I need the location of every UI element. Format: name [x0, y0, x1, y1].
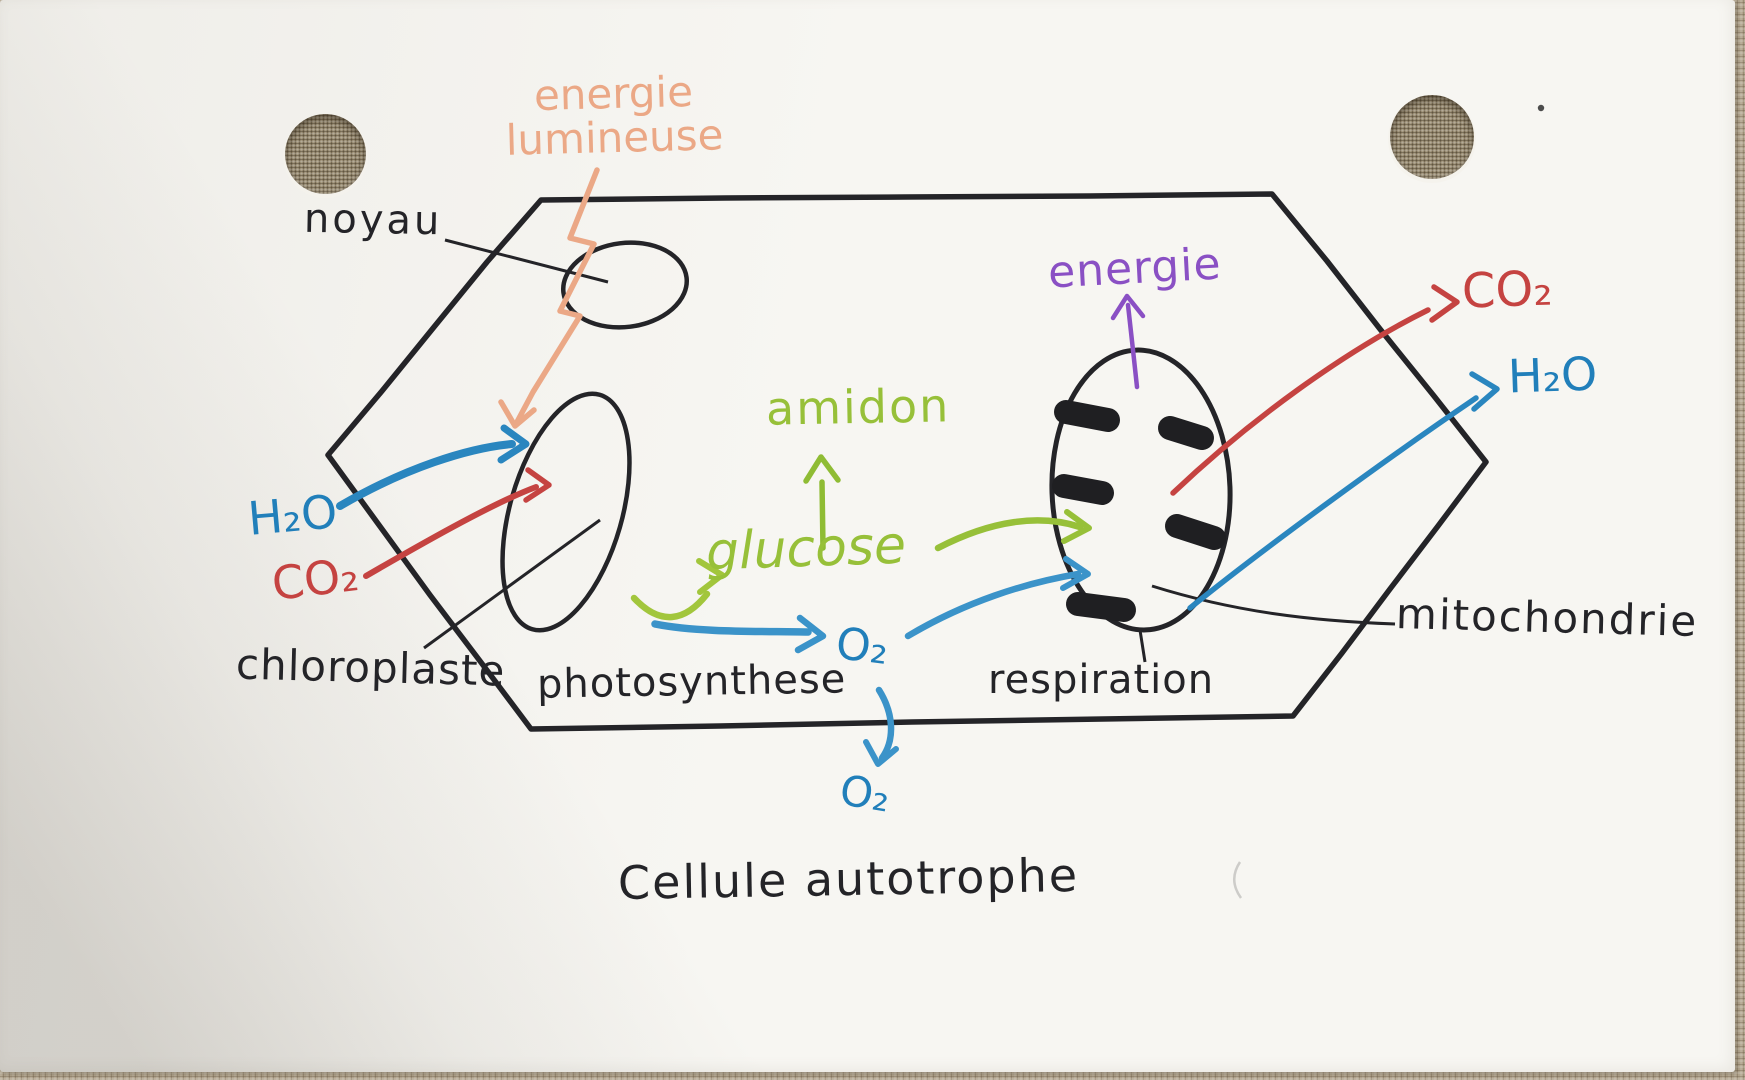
- co2-out-label: CO₂: [1461, 260, 1554, 320]
- mitochondrion-cristae: [1052, 400, 1226, 622]
- respiration-label: respiration: [988, 657, 1215, 703]
- energy-label: energie: [1046, 238, 1223, 299]
- mitochondrion-pointer-line: [1151, 584, 1396, 626]
- light-energy-label: energie lumineuse: [477, 67, 751, 165]
- chloroplast-label: chloroplaste: [235, 639, 506, 696]
- glucose-to-mitochondrion-arrow: [934, 509, 1092, 552]
- punch-hole-left: [285, 114, 366, 194]
- faint-pencil-mark: [1233, 861, 1243, 899]
- mitochondrion-bottom-tick: [1138, 629, 1147, 663]
- mitochondrion-label: mitochondrie: [1395, 589, 1699, 646]
- water-in-label: H₂O: [245, 484, 340, 546]
- chloroplast-to-glucose-arrow: [630, 558, 725, 621]
- diagram-title: Cellule autotrophe: [617, 847, 1080, 911]
- chloroplast-outline: [500, 391, 632, 633]
- glucose-to-starch-arrow: [803, 454, 841, 551]
- oxygen-released-label: O₂: [836, 765, 894, 822]
- light-energy-line2: lumineuse: [505, 109, 724, 165]
- mitochondrion-outline: [1049, 347, 1233, 633]
- chloroplast-pointer-line: [423, 518, 601, 650]
- ink-dot: [1537, 104, 1545, 112]
- water-in-arrow: [336, 424, 530, 510]
- punch-hole-right: [1390, 95, 1474, 179]
- cell-membrane: [325, 191, 1489, 732]
- water-out-arrow: [1187, 371, 1500, 611]
- starch-label: amidon: [765, 378, 951, 436]
- photosynthesis-label: photosynthese: [536, 656, 847, 708]
- oxygen-label: O₂: [833, 618, 892, 675]
- oxygen-out-arrow: [863, 686, 899, 767]
- light-energy-zigzag-arrow: [498, 167, 600, 429]
- oxygen-to-mitochondrion-arrow: [904, 556, 1091, 640]
- co2-in-arrow: [363, 467, 552, 579]
- glucose-label: glucose: [705, 515, 907, 583]
- energy-arrow: [1110, 293, 1146, 390]
- co2-out-arrow: [1170, 284, 1460, 496]
- co2-in-label: CO₂: [268, 546, 362, 612]
- chloroplast-to-oxygen-arrow: [651, 614, 827, 654]
- nucleus-label: noyau: [303, 195, 443, 245]
- nucleus-outline: [560, 240, 690, 330]
- water-out-label: H₂O: [1507, 346, 1599, 404]
